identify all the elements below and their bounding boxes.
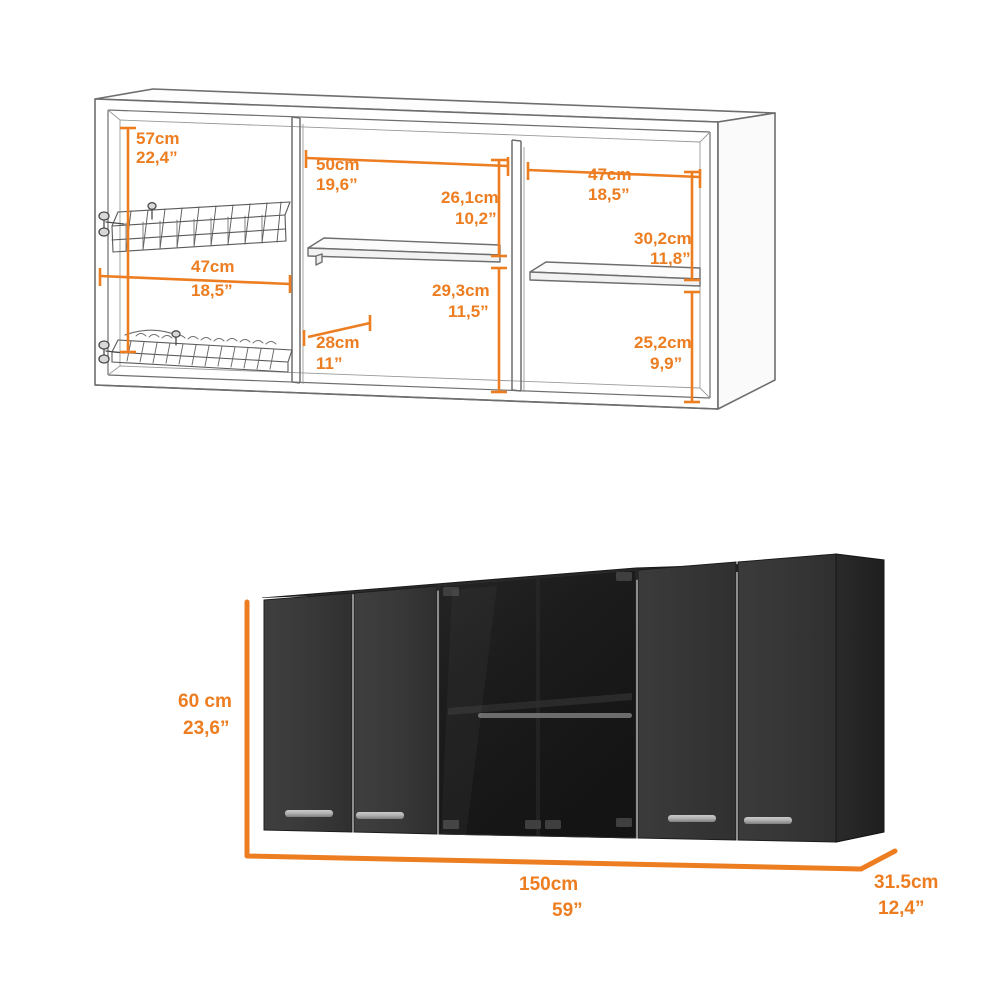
dim-left-interior-width-cm: 47cm	[191, 257, 234, 276]
dim-left-interior-height-inch: 22,4”	[136, 148, 178, 167]
dim-center-upper-height-line	[491, 158, 507, 258]
interior-dividers	[291, 116, 525, 392]
dim-center-shelf-depth-cm: 28cm	[316, 333, 359, 352]
glass-interior-rail	[478, 713, 632, 718]
dim-right-lower-height-inch: 9,9”	[650, 354, 682, 373]
dim-right-width-cm: 47cm	[588, 165, 631, 184]
bottom-view-dimensions	[244, 599, 898, 872]
bottom-view-dimension-labels: 60 cm 23,6” 150cm 59” 31.5cm 12,4”	[178, 691, 938, 921]
cabinet-right-return	[835, 553, 885, 843]
door-panels	[263, 553, 885, 843]
top-view-group: 57cm 22,4” 47cm 18,5” 50cm 19,6” 26,1cm …	[94, 88, 776, 410]
dim-right-lower-height-cm: 25,2cm	[634, 333, 692, 352]
dim-center-shelf-depth-inch: 11”	[316, 354, 342, 373]
bottom-view-group: 60 cm 23,6” 150cm 59” 31.5cm 12,4”	[178, 553, 938, 921]
dim-right-lower-height-line	[684, 290, 700, 404]
glass-interior-shelf	[448, 693, 632, 715]
door-handle-right-outer[interactable]	[744, 817, 792, 824]
dim-center-width-line	[304, 150, 510, 176]
door-panel-right-inner[interactable]	[637, 561, 737, 841]
dim-right-upper-height-inch: 11,8”	[650, 249, 691, 268]
dim-left-interior-width-inch: 18,5”	[191, 281, 233, 300]
dim-center-lower-height-cm: 29,3cm	[432, 281, 490, 300]
dim-cabinet-width-inch: 59”	[552, 900, 583, 921]
dim-center-upper-height-inch: 10,2”	[455, 209, 497, 228]
dim-center-upper-height-cm: 26,1cm	[441, 188, 499, 207]
door-panel-glass-left[interactable]	[438, 577, 538, 837]
dim-right-upper-height-line	[684, 170, 700, 282]
door-panel-left-outer[interactable]	[263, 592, 353, 833]
dim-right-upper-height-cm: 30,2cm	[634, 229, 692, 248]
glass-door-clips	[443, 572, 632, 829]
top-view-dimensions	[98, 126, 702, 404]
door-panel-right-outer[interactable]	[737, 553, 837, 843]
dim-bracket-height-width-depth	[244, 599, 898, 872]
door-handle-right-inner[interactable]	[668, 815, 716, 822]
dim-cabinet-width-cm: 150cm	[519, 874, 578, 895]
top-view-dimension-labels: 57cm 22,4” 47cm 18,5” 50cm 19,6” 26,1cm …	[136, 129, 692, 373]
door-handle-left-outer[interactable]	[285, 810, 333, 817]
dim-right-width-inch: 18,5”	[588, 185, 630, 204]
dim-center-shelf-depth-line	[302, 315, 372, 346]
dim-left-interior-width-line	[98, 268, 292, 293]
dim-cabinet-depth-inch: 12,4”	[878, 898, 924, 919]
dim-cabinet-height-inch: 23,6”	[183, 718, 229, 739]
door-panel-left-inner[interactable]	[353, 585, 438, 835]
door-handle-left-inner[interactable]	[356, 812, 404, 819]
dim-left-interior-height-line	[120, 126, 136, 354]
upper-cup-rack	[98, 201, 291, 253]
dim-left-interior-height-cm: 57cm	[136, 129, 179, 148]
dim-cabinet-height-cm: 60 cm	[178, 691, 232, 712]
lower-plate-rack	[98, 329, 293, 373]
right-shelf	[529, 261, 701, 287]
dim-cabinet-depth-cm: 31.5cm	[874, 872, 938, 893]
dim-center-width-inch: 19,6”	[316, 175, 358, 194]
door-panel-glass-right[interactable]	[538, 569, 637, 839]
dim-center-lower-height-inch: 11,5”	[448, 302, 489, 321]
dim-center-width-cm: 50cm	[316, 155, 359, 174]
dim-center-lower-height-line	[491, 266, 507, 394]
